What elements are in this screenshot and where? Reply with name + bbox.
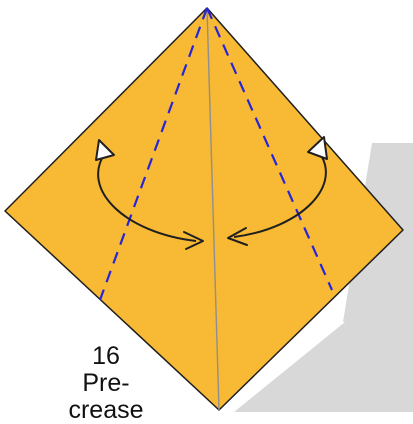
arrow-head-hollow-left: [95, 139, 115, 161]
curved-double-arrow-icon: [97, 152, 197, 242]
arrow-head-open-left: [183, 231, 204, 250]
step-number: 16: [92, 342, 120, 370]
center-crease: [206, 7, 220, 411]
left-valley-fold-line: [98, 7, 209, 301]
arrow-head-hollow-right: [307, 136, 328, 160]
step-label: Pre-crease: [68, 369, 144, 424]
origami-fold-diagram: [4, 7, 413, 412]
curved-double-arrow-icon: [233, 150, 327, 238]
arrow-head-open-right: [227, 227, 248, 246]
right-valley-fold-line: [205, 7, 334, 291]
right-fold-arrow: [227, 136, 328, 246]
left-fold-arrow: [95, 139, 204, 250]
